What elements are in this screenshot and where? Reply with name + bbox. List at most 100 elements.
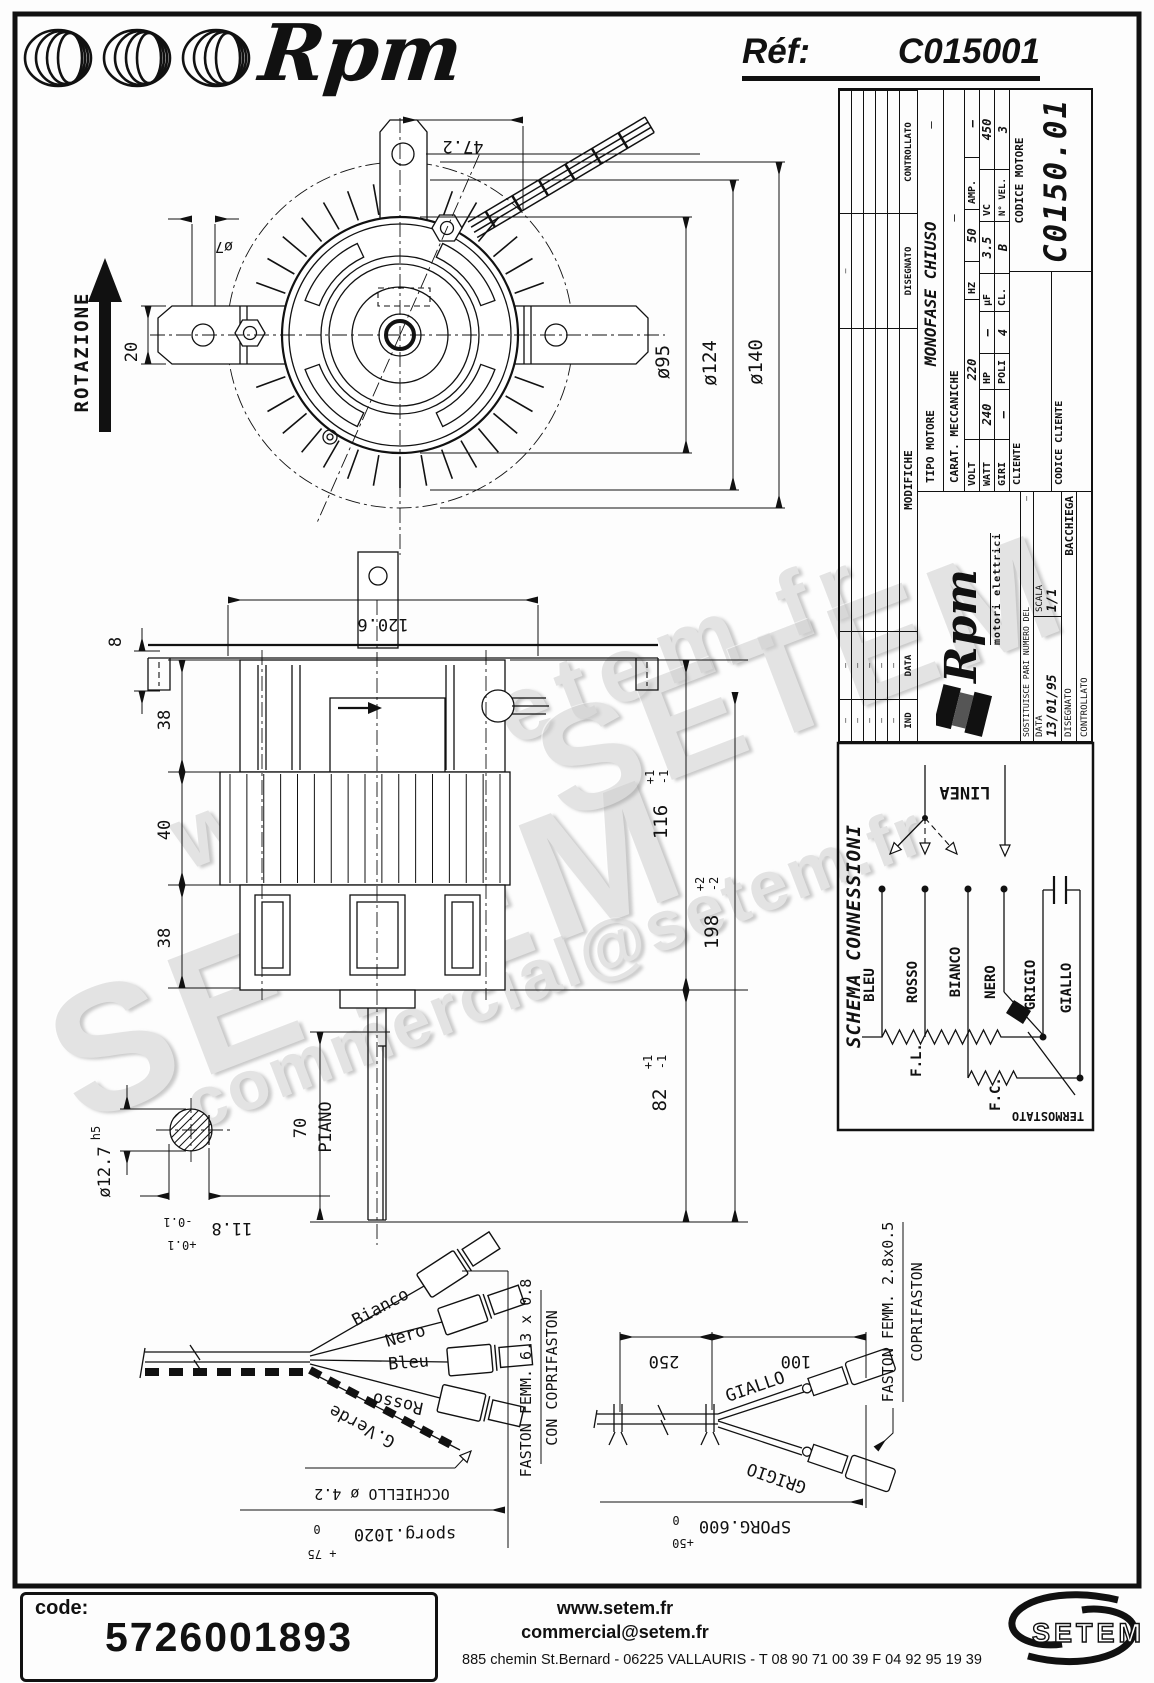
scala-cell: SCALA 1/1 [1034, 492, 1061, 616]
tol-82-m: -1 [655, 1055, 669, 1069]
faston-spec-1: FASTON FEMM. 6.3 x 0.8 [517, 1279, 535, 1478]
faston-nero [436, 1280, 527, 1336]
site-url: www.setem.fr [556, 1598, 674, 1618]
dim-120-6: 120.6 [227, 596, 539, 656]
rotazione-arrow: ROTAZIONE [71, 258, 122, 432]
dim-o12-7: ø12.7 h5 [89, 1085, 186, 1198]
carat-row: CARAT. MECCANICHE – [944, 90, 965, 491]
carat-value: – [947, 214, 961, 222]
electrical-data-grid: VOLT 220 HZ 50 AMP. – WATT 240 HP – µF 3… [965, 90, 1010, 491]
rev-cell [852, 328, 864, 631]
hz-label: HZ [965, 261, 979, 299]
rev-cell: – [864, 699, 876, 741]
carat-label: CARAT. MECCANICHE [947, 370, 961, 483]
scala-label: SCALA [1035, 584, 1046, 612]
label-nero-wire: Nero [383, 1321, 428, 1352]
harness-right: GIALLO GRIGIO 250 100 SPORG.600 0 +50 FA… [593, 1222, 926, 1550]
rpm-logo-text: Rpm [936, 569, 987, 683]
dim-o124: ø124 [430, 179, 739, 491]
rev-header-modifiche: MODIFICHE [900, 328, 918, 631]
code-box: code: 5726001893 [20, 1592, 438, 1682]
title-block: ––– –– –– –– –– IND DATA MODIFICHE DISEG… [838, 88, 1093, 743]
rev-cell [876, 328, 888, 631]
winding-fl [862, 1028, 1043, 1046]
label-bleu-wire: Bleu [387, 1351, 430, 1374]
schema-connessioni: SCHEMA CONNESSIONI LINEA BLEU ROSSO BIAN… [836, 741, 1095, 1132]
tipo-extra: – [923, 121, 938, 129]
giri-label: GIRI [995, 439, 1010, 491]
rev-cell: – [864, 631, 876, 699]
tipo-value: MONOFASE CHIUSO [921, 221, 940, 367]
label-rosso: ROSSO [905, 961, 921, 1003]
dim-text-100: 100 [781, 1351, 812, 1371]
cl-value: B [995, 221, 1010, 273]
sostituisce-row: SOSTITUISCE PARI NUMERO DEL – [1020, 492, 1035, 741]
rev-header-data: DATA [900, 631, 918, 699]
dim-116: 116 +1 -1 [510, 659, 748, 991]
reference-block: Réf: C015001 [742, 32, 1040, 81]
shaft [367, 1008, 387, 1221]
dim-text-116: 116 [650, 805, 672, 839]
dim-text-20: 20 [122, 342, 142, 362]
dim-text-o95: ø95 [652, 345, 674, 379]
disegnato-row: DISEGNATO BACCHIEGA [1062, 492, 1078, 741]
uf-value: 3.5 [980, 221, 994, 273]
top-mounting-lug [379, 119, 428, 226]
tipo-motore-row: TIPO MOTORE MONOFASE CHIUSO – [918, 90, 944, 491]
laminations [229, 774, 501, 883]
piano-label: PIANO [316, 1101, 336, 1152]
capacitor [1042, 876, 1081, 1078]
address-line: 885 chemin St.Bernard - 06225 VALLAURIS … [462, 1652, 982, 1668]
rev-cell [864, 90, 876, 213]
dim-8: 8 [106, 628, 160, 714]
label-bleu: BLEU [862, 968, 878, 1002]
cable-tie [608, 1404, 628, 1446]
front-view: 47.2 ø7 20 ROTAZIONE [71, 116, 785, 555]
label-termostato: TERMOSTATO [1012, 1109, 1084, 1123]
volt-label: VOLT [965, 439, 979, 491]
rev-header-ind: IND [900, 699, 918, 741]
fit-h5: h5 [89, 1126, 103, 1140]
vc-label: VC [980, 169, 994, 221]
faston-bianco [415, 1227, 503, 1299]
rev-cell [852, 90, 864, 213]
rev-cell [888, 90, 900, 213]
codice-motore-label: CODICE MOTORE [1013, 137, 1026, 224]
rev-cell: – [888, 631, 900, 699]
cable-tie [700, 1404, 720, 1446]
sporg-1020-tolp: + 75 [308, 1547, 337, 1561]
setem-swoosh [1008, 1591, 1119, 1649]
rev-cell [876, 90, 888, 213]
dim-text-o12-7: ø12.7 [95, 1146, 115, 1197]
rpm-brand-text: Rpm [255, 8, 467, 99]
dim-text-47-2: 47.2 [443, 136, 484, 156]
tol-11-8-m: -0.1 [164, 1215, 193, 1229]
dim-chain-38-40-38: 38 40 38 [155, 659, 240, 989]
faston-rosso [436, 1383, 526, 1432]
scala-value: 1/1 [1045, 588, 1061, 612]
watt-label: WATT [980, 439, 994, 491]
thermostat-contact [1006, 1000, 1031, 1024]
dim-text-38b: 38 [155, 928, 175, 948]
rev-cell: – [840, 213, 852, 328]
dim-text-8: 8 [106, 637, 126, 647]
vent-slot [435, 363, 496, 428]
nvel-value: 3 [995, 125, 1010, 134]
harness-left: Bianco Nero Bleu Rosso G.Verde OCCHIELLO… [139, 1227, 561, 1561]
code-value: 5726001893 [104, 1614, 354, 1660]
hidden-detail [377, 287, 431, 307]
rev-cell [852, 213, 864, 328]
sostituisce-label: SOSTITUISCE PARI NUMERO DEL [1022, 606, 1032, 737]
schema-title: SCHEMA CONNESSIONI [843, 824, 865, 1048]
rev-cell: – [876, 699, 888, 741]
dim-text-250: 250 [649, 1351, 680, 1371]
faston-spec-small-2: COPRIFASTON [908, 1262, 926, 1361]
amp-label: AMP. [965, 157, 979, 209]
tol-198-m: -2 [707, 877, 721, 891]
controllato-label: CONTROLLATO [1079, 677, 1090, 737]
giri-value: – [995, 389, 1010, 439]
faston-spec-2: CON COPRIFASTON [543, 1310, 561, 1445]
dim-o95: ø95 [420, 216, 692, 454]
ref-value: C015001 [897, 32, 1040, 71]
rev-cell: – [888, 699, 900, 741]
